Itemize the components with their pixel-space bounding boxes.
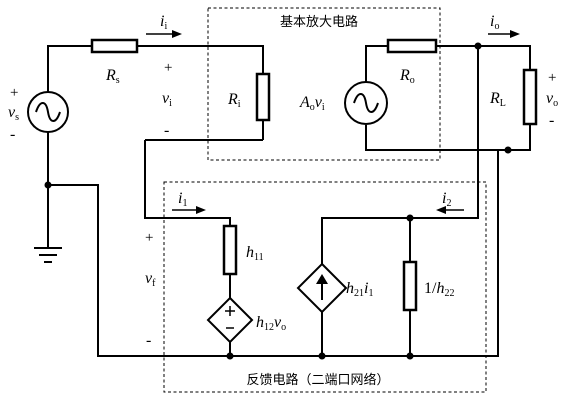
current-arrow-icons <box>146 30 520 214</box>
ac-source-icon <box>27 91 69 133</box>
feedback-title: 反馈电路（二端口网络） <box>246 372 389 388</box>
ground-icon <box>34 247 62 263</box>
h12-label: h12vo <box>256 314 286 333</box>
wires <box>47 45 531 357</box>
feedback-network-box <box>163 181 487 393</box>
vi-minus: - <box>164 122 169 139</box>
junction-dots <box>44 42 512 360</box>
dependent-voltage-source-icon <box>206 296 254 344</box>
amplifier-title: 基本放大电路 <box>280 14 358 30</box>
dep-minus: - <box>230 331 231 333</box>
vo-label: vo <box>546 90 558 109</box>
vo-minus: - <box>549 112 554 129</box>
source-minus: - <box>10 126 15 143</box>
ii-label: ii <box>160 13 167 32</box>
rs-label: Rs <box>105 67 120 86</box>
h21-label: h21i1 <box>346 280 373 299</box>
basic-amplifier-box <box>207 7 441 161</box>
vf-label: vf <box>145 270 156 289</box>
h11-label: h11 <box>246 244 264 263</box>
ri-label: Ri <box>227 91 241 110</box>
vf-plus: + <box>145 230 153 246</box>
resistor-h11 <box>222 224 238 276</box>
vf-minus: - <box>146 332 151 349</box>
gain-label: Aovi <box>299 94 325 113</box>
vi-label: vi <box>162 90 172 109</box>
resistor-rl <box>522 68 538 126</box>
h22-label: 1/h22 <box>424 280 454 299</box>
resistor-ro <box>386 38 438 54</box>
source-v-label: vs <box>8 104 19 123</box>
vi-plus: + <box>164 60 172 76</box>
dependent-current-source-icon <box>296 262 348 314</box>
ro-label: Ro <box>399 67 415 86</box>
resistor-h22 <box>402 260 418 312</box>
i2-label: i2 <box>442 190 451 209</box>
vo-plus: + <box>548 70 556 86</box>
io-label: io <box>490 13 499 32</box>
dependent-ac-source-icon <box>344 81 388 125</box>
rl-label: RL <box>489 90 506 109</box>
source-plus: + <box>10 85 18 101</box>
resistor-rs <box>90 38 139 54</box>
i1-label: i1 <box>178 190 187 209</box>
resistor-ri <box>255 72 271 122</box>
